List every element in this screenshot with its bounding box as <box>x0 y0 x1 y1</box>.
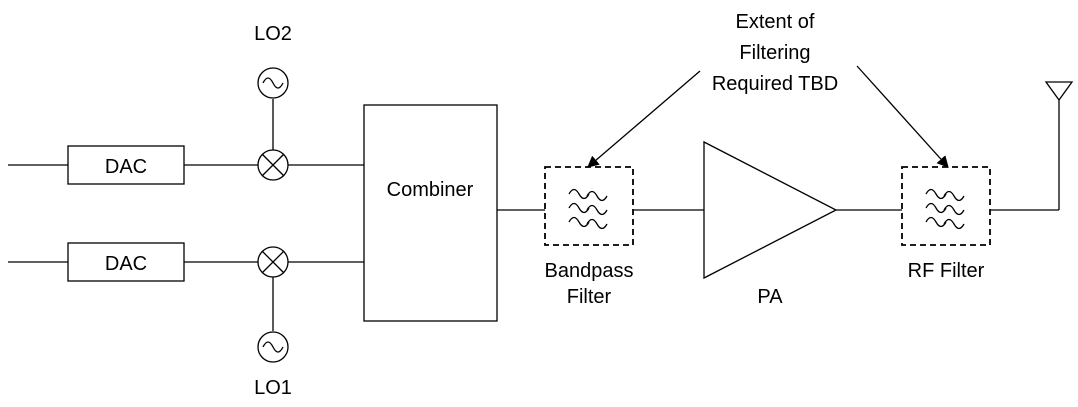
antenna-icon <box>1044 81 1074 210</box>
lo1-label: LO1 <box>254 377 292 399</box>
lo2-oscillator-icon <box>257 67 289 99</box>
bandpass-label-line1: Bandpass <box>545 260 634 282</box>
dac-bottom-label: DAC <box>105 253 147 275</box>
rf-filter-icon <box>901 166 991 246</box>
lo2-label: LO2 <box>254 23 292 45</box>
pa-label: PA <box>757 286 783 308</box>
combiner-label: Combiner <box>387 179 474 201</box>
lo1-oscillator-icon <box>257 331 289 363</box>
dac-top: DAC <box>67 145 185 185</box>
combiner-block: Combiner <box>363 104 498 322</box>
mixer-top-icon <box>257 149 289 181</box>
annotation-line3: Required TBD <box>712 73 838 95</box>
annotation-line2: Filtering <box>739 42 810 64</box>
annotation-line1: Extent of <box>736 11 815 33</box>
annotation-arrow-to-rf-filter <box>856 65 949 168</box>
dac-bottom: DAC <box>67 242 185 282</box>
bandpass-label-line2: Filter <box>567 286 612 308</box>
dac-top-label: DAC <box>105 156 147 178</box>
bandpass-filter-icon <box>544 166 634 246</box>
rf-filter-label: RF Filter <box>908 260 985 282</box>
mixer-bottom-icon <box>257 246 289 278</box>
pa-amplifier-icon <box>703 140 838 280</box>
annotation-arrow-to-bandpass <box>587 70 701 168</box>
